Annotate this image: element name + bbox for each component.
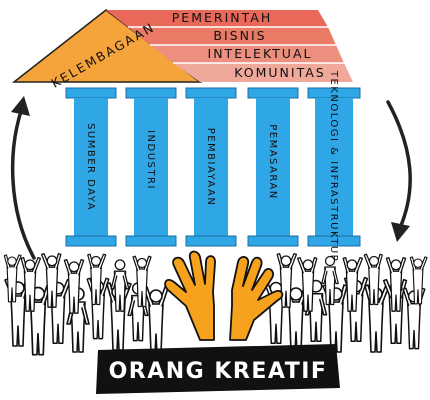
- cycle-arrows: [10, 96, 412, 260]
- person-figure: [87, 253, 107, 306]
- right-down-arrow-icon: [386, 100, 412, 230]
- pillars: SUMBER DAYA INDUSTRI PEMBIAYAAN PEMASARA…: [65, 70, 361, 263]
- pillar-label-pembiayaan: PEMBIAYAAN: [205, 128, 216, 207]
- person-figure: [3, 254, 22, 303]
- person-figure: [132, 255, 152, 308]
- crowd-of-people: [3, 252, 428, 356]
- person-figure: [110, 259, 130, 312]
- person-figure: [321, 255, 339, 306]
- roof-row-label-pemerintah: PEMERINTAH: [172, 10, 272, 25]
- person-figure: [363, 253, 383, 306]
- roof-row-1: [106, 10, 328, 27]
- pillar-label-pemasaran: PEMASARAN: [267, 124, 278, 200]
- roof: KELEMBAGAAN PEMERINTAH BISNIS INTELEKTUA…: [11, 9, 353, 91]
- person-figure: [20, 256, 42, 312]
- roof-row-label-bisnis: BISNIS: [213, 28, 266, 43]
- pillar-sumber-daya: SUMBER DAYA: [65, 87, 117, 247]
- person-figure: [143, 286, 169, 355]
- raised-hands-icon: [164, 250, 284, 341]
- pillar-pemasaran: PEMASARAN: [247, 87, 299, 247]
- roof-row-label-intelektual: INTELEKTUAL: [208, 46, 313, 61]
- roof-row-3: [150, 45, 344, 63]
- person-figure: [409, 256, 428, 305]
- roof-row-4: [173, 63, 353, 82]
- pillar-pembiayaan: PEMBIAYAAN: [185, 87, 237, 247]
- pillar-label-sumber-daya: SUMBER DAYA: [85, 123, 96, 211]
- left-up-arrow-icon: [10, 106, 36, 260]
- foundation-banner: ORANG KREATIF: [96, 344, 340, 394]
- pillar-label-teknologi-infrastruktur: TEKNOLOGI & INFRASTRUKTUR: [328, 70, 339, 263]
- person-figure: [296, 256, 318, 312]
- banner-label: ORANG KREATIF: [109, 359, 328, 384]
- person-figure: [63, 258, 85, 314]
- pillar-teknologi-infrastruktur: TEKNOLOGI & INFRASTRUKTUR: [307, 70, 361, 263]
- pillar-label-industri: INDUSTRI: [145, 130, 156, 190]
- pillar-industri: INDUSTRI: [125, 87, 177, 247]
- person-figure: [342, 256, 364, 312]
- person-figure: [40, 252, 62, 308]
- person-figure: [385, 256, 407, 312]
- roof-row-2: [128, 27, 336, 45]
- roof-row-label-komunitas: KOMUNITAS: [234, 65, 325, 80]
